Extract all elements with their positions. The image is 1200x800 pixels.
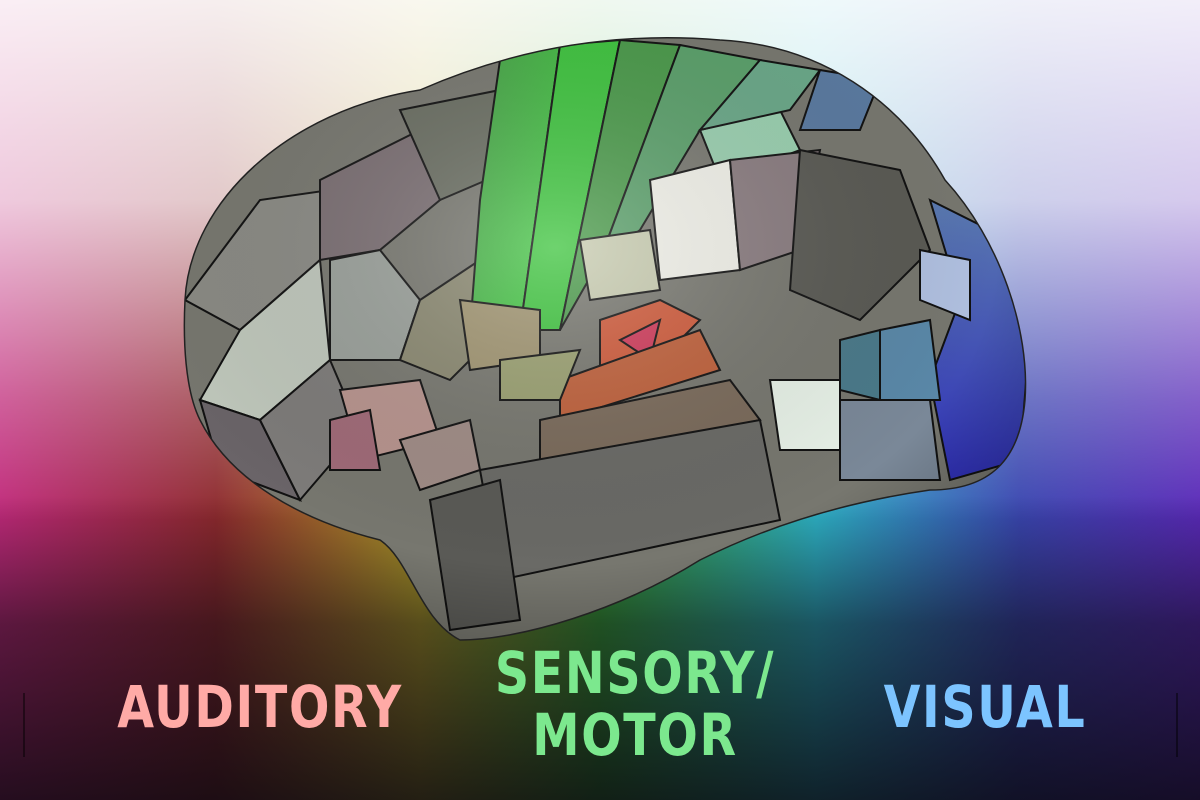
- motor-label-line2: MOTOR: [532, 701, 738, 769]
- right-edge-mark: [1176, 693, 1178, 757]
- sensory-motor-label: SENSORY/ MOTOR: [475, 642, 795, 766]
- sensory-label-line1: SENSORY/: [494, 639, 776, 707]
- visual-label: VISUAL: [883, 673, 1087, 741]
- auditory-label: AUDITORY: [117, 673, 403, 741]
- brain-outline: [183, 37, 1027, 641]
- left-edge-mark: [23, 693, 25, 757]
